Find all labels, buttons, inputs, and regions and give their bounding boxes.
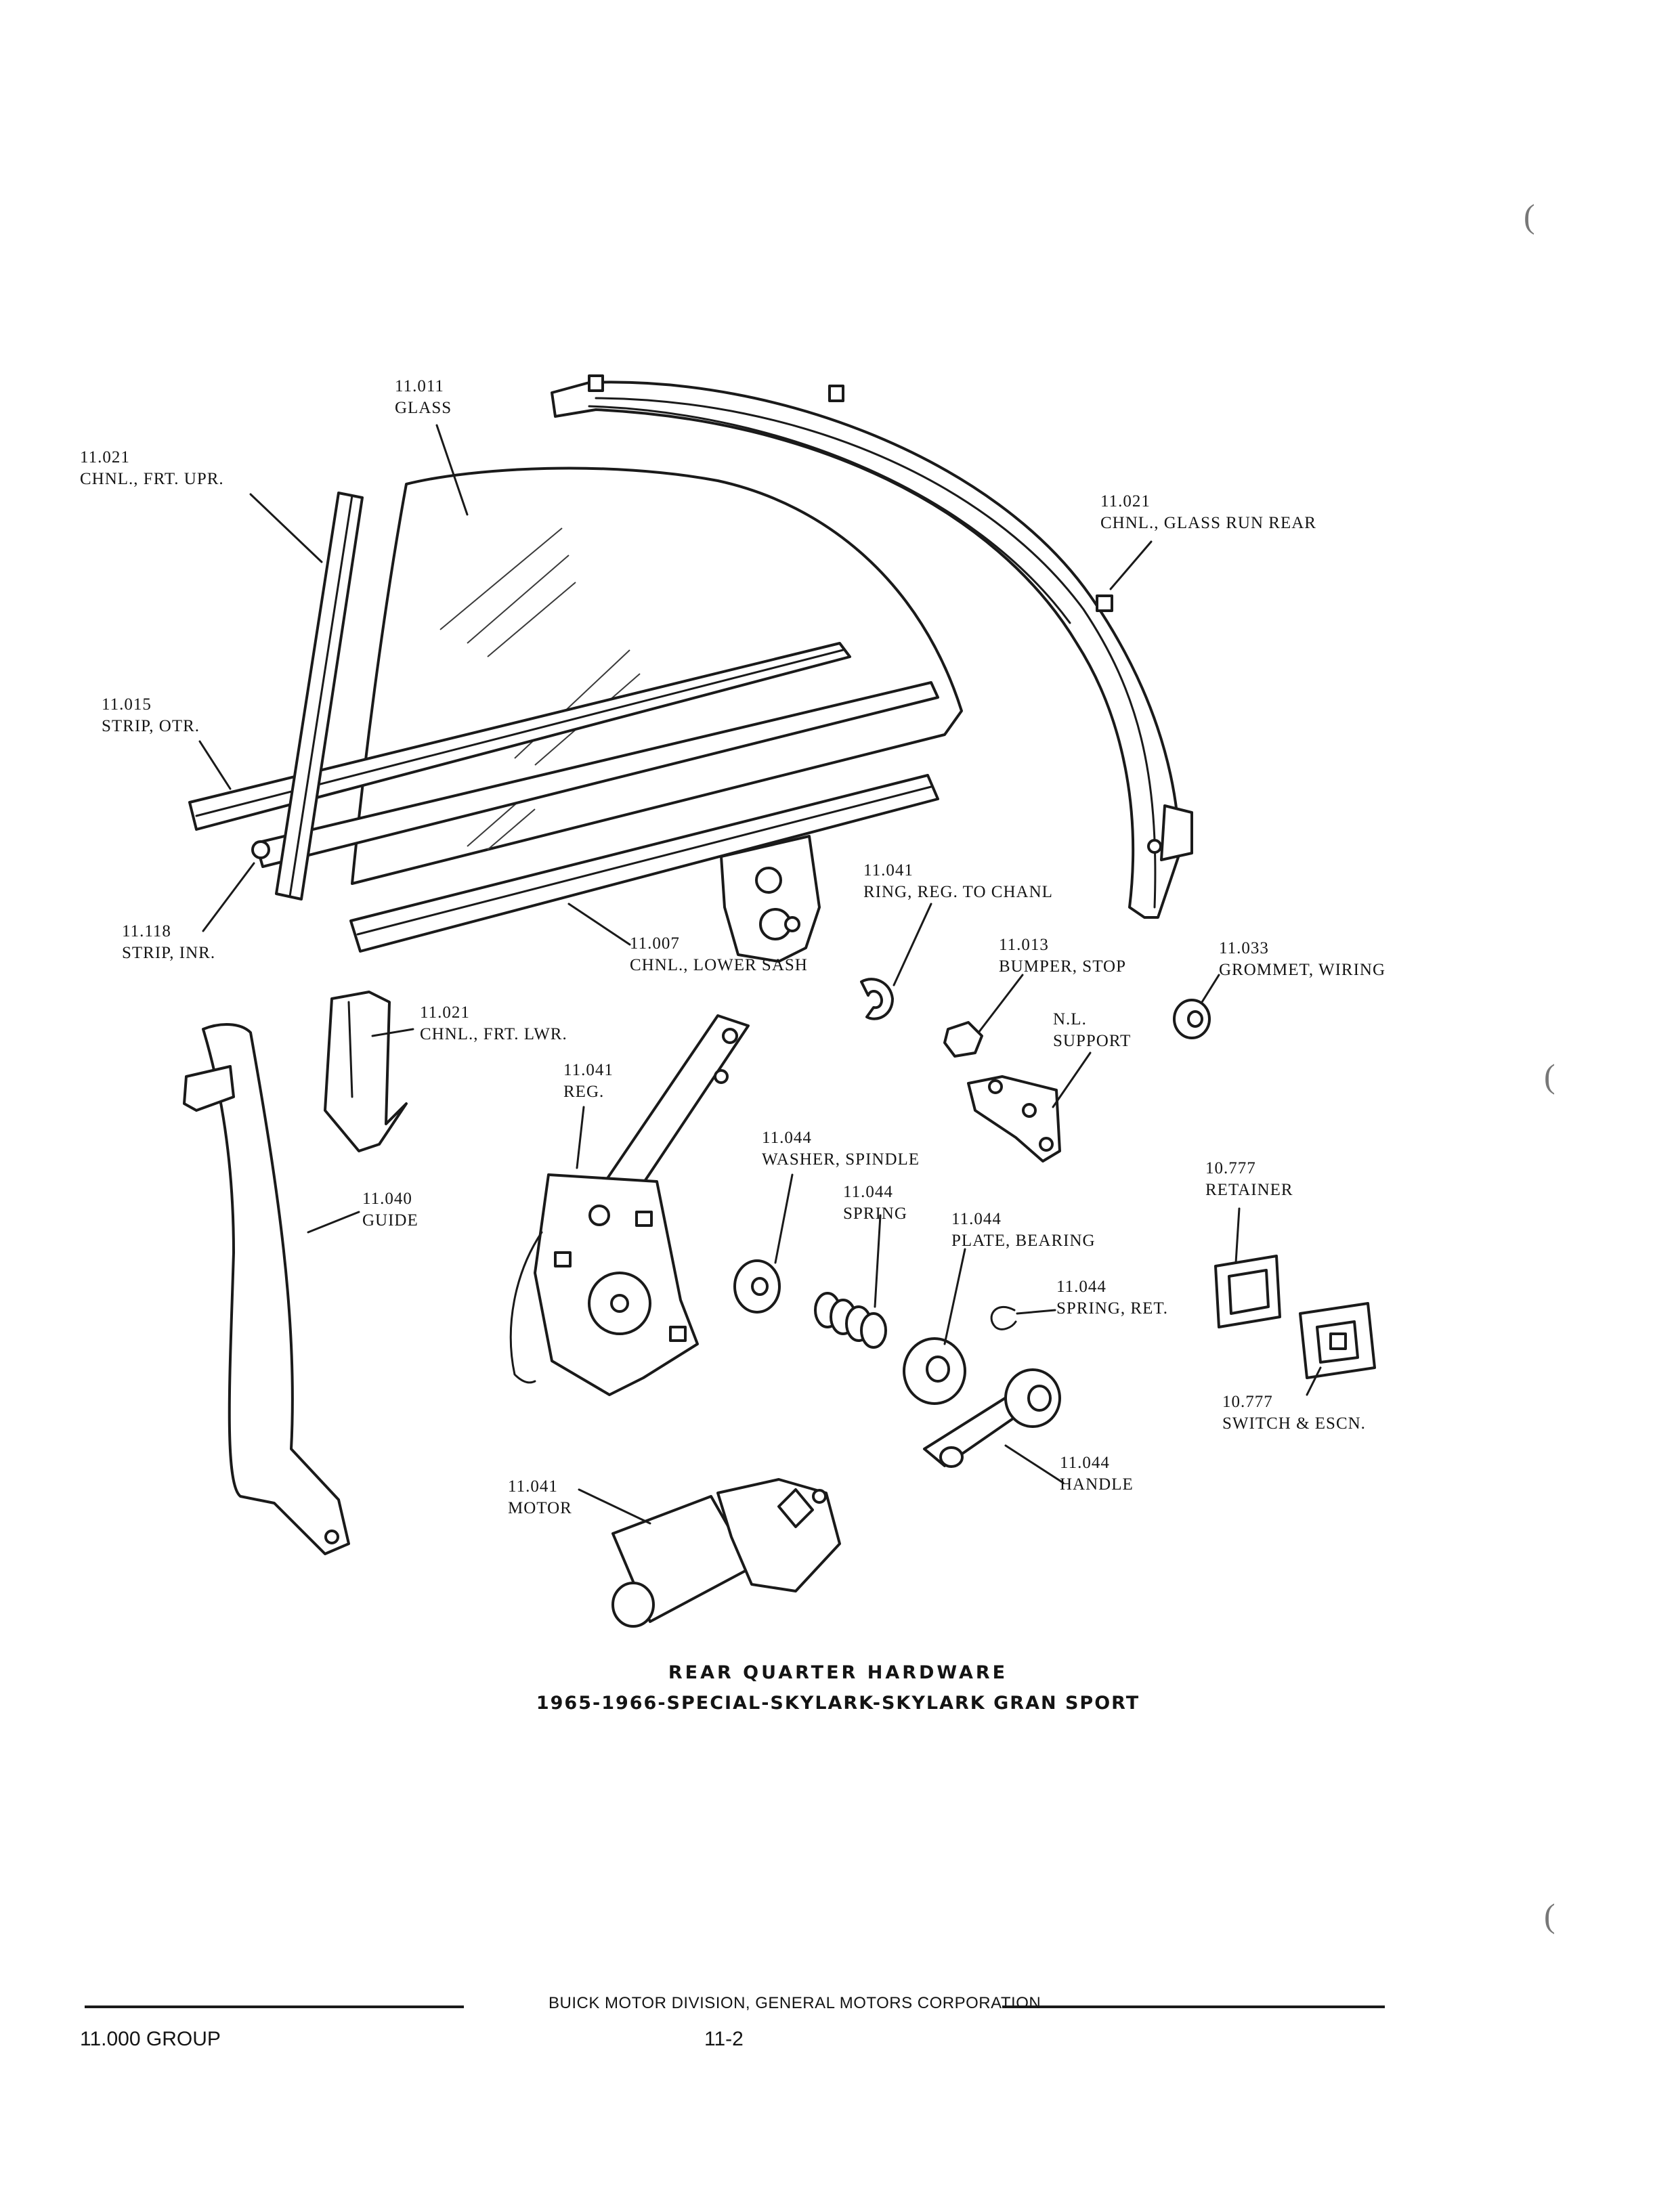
support-bracket (967, 1075, 1061, 1163)
footer-group: 11.000 GROUP (80, 2028, 221, 2050)
front-lower-channel (324, 991, 408, 1152)
strip-inner (251, 681, 939, 868)
footer-corporation: BUICK MOTOR DIVISION, GENERAL MOTORS COR… (549, 1994, 1041, 2012)
regulator (509, 1014, 750, 1396)
diagram-subtitle: 1965-1966-SPECIAL-SKYLARK-SKYLARK GRAN S… (536, 1693, 1140, 1714)
spring-retainer (990, 1305, 1017, 1330)
motor (611, 1478, 841, 1628)
grommet-wiring (1173, 999, 1211, 1039)
margin-mark: ( (1544, 1896, 1555, 1934)
spring (814, 1292, 887, 1349)
bumper-stop (943, 1021, 983, 1058)
leader-lines (198, 424, 1322, 1525)
margin-mark: ( (1524, 197, 1535, 235)
glass-run-rear-channel (551, 374, 1193, 919)
front-upper-channel (275, 492, 364, 901)
margin-mark: ( (1544, 1057, 1555, 1095)
handle (923, 1368, 1061, 1468)
lower-sash-channel (349, 774, 939, 963)
footer-page-number: 11-2 (704, 2028, 744, 2050)
guide (183, 1023, 350, 1555)
bearing-plate (903, 1337, 966, 1405)
footer-rule-left (85, 2005, 464, 2008)
retainer (1214, 1255, 1281, 1328)
switch-escutcheon (1299, 1302, 1376, 1379)
washer-spindle (733, 1259, 781, 1314)
ring-reg-to-chanl (860, 978, 894, 1020)
footer-rule-right (1002, 2005, 1385, 2008)
diagram-title: REAR QUARTER HARDWARE (668, 1662, 1008, 1683)
callout-nl-support: N.L. SUPPORT (1053, 1010, 1132, 1050)
